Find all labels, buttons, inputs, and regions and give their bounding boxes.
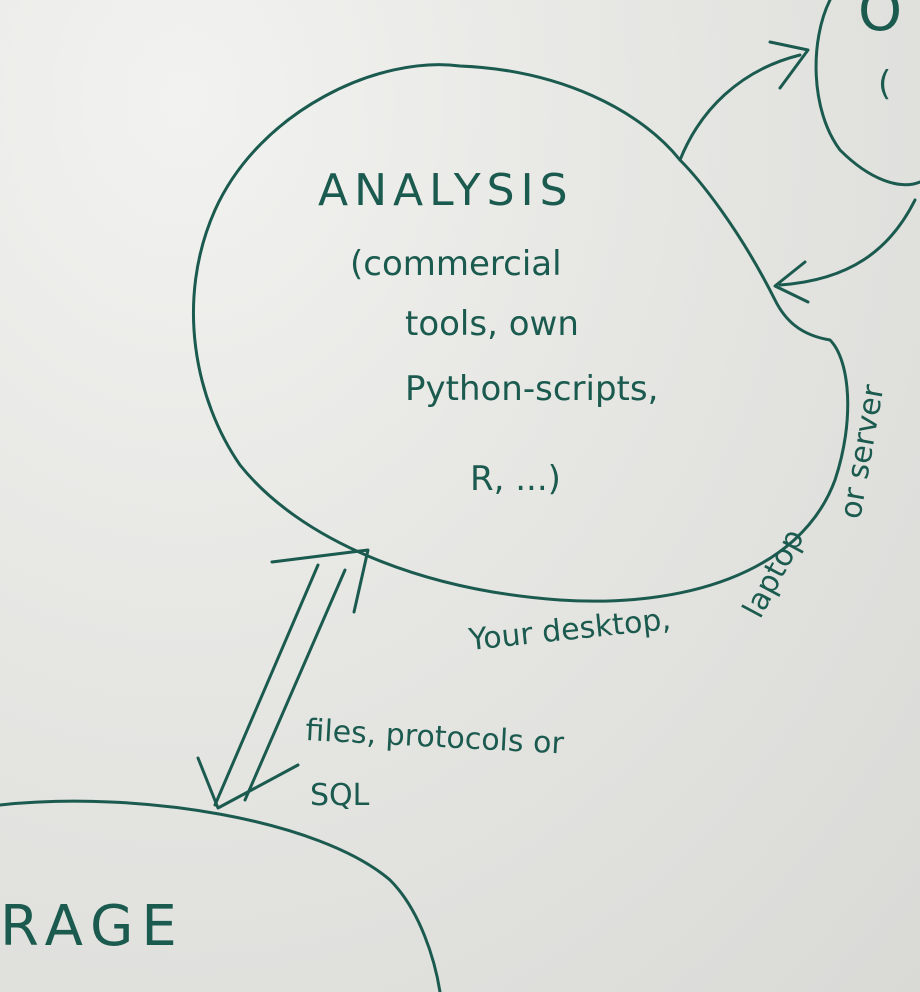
transfer-label-line1: files, protocols or bbox=[305, 713, 566, 762]
transfer-label-line2: SQL bbox=[310, 778, 370, 813]
output-text-fragment: ( bbox=[878, 64, 891, 104]
storage-title: RAGE bbox=[0, 894, 185, 959]
arrow-from-output-head bbox=[773, 260, 810, 304]
transfer-arrow-down-head bbox=[196, 756, 300, 810]
transfer-arrow-down bbox=[213, 563, 320, 807]
output-bubble-edge bbox=[814, 0, 920, 187]
storage-bubble bbox=[0, 799, 442, 992]
arrow-to-output-head bbox=[768, 40, 810, 90]
output-title-fragment: O bbox=[858, 0, 910, 44]
transfer-arrow-up-head bbox=[270, 548, 370, 614]
transfer-arrow-up bbox=[243, 568, 347, 802]
location-note-part2: laptop bbox=[736, 524, 811, 624]
arrow-from-output bbox=[778, 198, 917, 287]
location-note-part1: Your desktop, bbox=[466, 602, 672, 658]
analysis-title: ANALYSIS bbox=[318, 165, 574, 216]
analysis-line-2: tools, own bbox=[405, 304, 579, 344]
analysis-line-4: R, ...) bbox=[470, 459, 561, 499]
arrow-to-output bbox=[678, 53, 802, 162]
analysis-bubble bbox=[192, 63, 850, 603]
analysis-line-3: Python-scripts, bbox=[405, 369, 658, 409]
analysis-line-1: (commercial bbox=[350, 244, 562, 284]
